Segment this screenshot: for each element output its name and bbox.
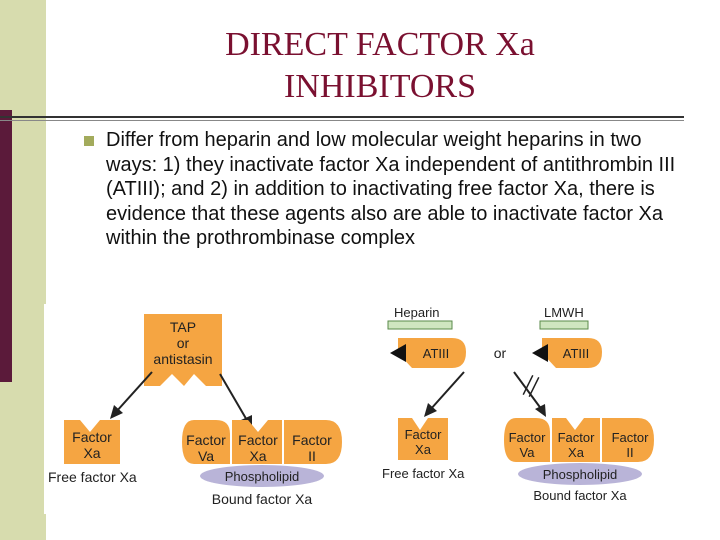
bullet-square-icon — [84, 136, 94, 146]
factor-va-label-2: Va — [520, 445, 536, 460]
factor-va-label-2: Va — [198, 448, 214, 464]
bound-factor-caption: Bound factor Xa — [212, 491, 313, 507]
free-factor-caption: Free factor Xa — [382, 466, 465, 481]
sidebar-accent-bar — [0, 110, 12, 382]
atiii-left-label: ATIII — [423, 346, 449, 361]
factor-va-label-1: Factor — [186, 432, 226, 448]
free-factor-caption: Free factor Xa — [48, 469, 137, 485]
title-line-1: DIRECT FACTOR Xa — [225, 26, 535, 63]
or-label: or — [494, 345, 507, 361]
heparin-label: Heparin — [394, 305, 440, 320]
block-slash-2-icon — [528, 376, 540, 398]
slide-title: DIRECT FACTOR Xa INHIBITORS — [120, 24, 640, 108]
arrowhead-left-icon — [110, 405, 123, 419]
atiii-left-wedge-icon — [390, 344, 406, 362]
factor-xa-label-1: Factor — [238, 432, 278, 448]
phospholipid-membrane — [200, 465, 324, 487]
factor-ii-label-2: II — [308, 448, 316, 464]
free-factor-label-1: Factor — [72, 429, 112, 445]
free-factor-label-1: Factor — [405, 427, 443, 442]
factor-xa-label-1: Factor — [558, 430, 596, 445]
arrowhead-left-icon — [424, 403, 437, 417]
atiii-right-shape — [542, 338, 602, 368]
title-divider-shadow — [0, 120, 684, 121]
factor-xa-label-2: Xa — [249, 448, 266, 464]
arrow-to-bound-xa — [219, 373, 249, 423]
figure-left-diagram: TAP or antistasin Factor Xa Free factor … — [48, 314, 342, 507]
factor-xa-bound-shape — [552, 418, 600, 462]
inhibitor-label-2: or — [177, 335, 190, 351]
arrow-to-free-xa — [429, 371, 465, 411]
phospholipid-label: Phospholipid — [225, 469, 299, 484]
atiii-right-label: ATIII — [563, 346, 589, 361]
factor-va-label-1: Factor — [509, 430, 547, 445]
phospholipid-label: Phospholipid — [543, 467, 617, 482]
arrow-to-free-xa — [115, 371, 153, 413]
title-divider — [0, 116, 684, 118]
factor-ii-label-1: Factor — [612, 430, 650, 445]
lmwh-chain — [539, 320, 589, 330]
inhibitor-label-3: antistasin — [153, 351, 212, 367]
factor-xa-label-2: Xa — [568, 445, 585, 460]
factor-ii-shape — [602, 418, 654, 462]
bullet-text: Differ from heparin and low molecular we… — [106, 129, 676, 249]
free-factor-xa-shape — [64, 420, 120, 464]
title-line-2: INHIBITORS — [283, 68, 477, 105]
atiii-left-shape — [398, 338, 466, 368]
free-factor-xa-shape — [398, 418, 448, 460]
inhibitor-label-1: TAP — [170, 319, 196, 335]
factor-ii-label-2: II — [626, 445, 633, 460]
heparin-chain — [387, 320, 453, 330]
factor-ii-label-1: Factor — [292, 432, 332, 448]
figure-right-diagram: Heparin LMWH ATIII or ATIII Factor Xa Fr… — [382, 305, 654, 503]
tap-antistasin-shape — [144, 314, 222, 386]
factor-va-shape — [504, 418, 550, 462]
figure-left: TAP or antistasin Factor Xa Free factor … — [44, 304, 350, 514]
phospholipid-membrane — [518, 463, 642, 485]
bound-factor-caption: Bound factor Xa — [533, 488, 627, 503]
factor-va-shape — [182, 420, 230, 464]
free-factor-label-2: Xa — [415, 442, 432, 457]
arrowhead-right-icon — [535, 404, 546, 417]
blocked-arrow-to-bound-xa — [513, 371, 543, 411]
factor-ii-shape — [284, 420, 342, 464]
factor-xa-bound-shape — [232, 420, 282, 464]
figure-right: Heparin LMWH ATIII or ATIII Factor Xa Fr… — [376, 300, 662, 510]
atiii-right-wedge-icon — [532, 344, 548, 362]
lmwh-label: LMWH — [544, 305, 584, 320]
block-slash-1-icon — [522, 374, 534, 396]
free-factor-label-2: Xa — [83, 445, 100, 461]
